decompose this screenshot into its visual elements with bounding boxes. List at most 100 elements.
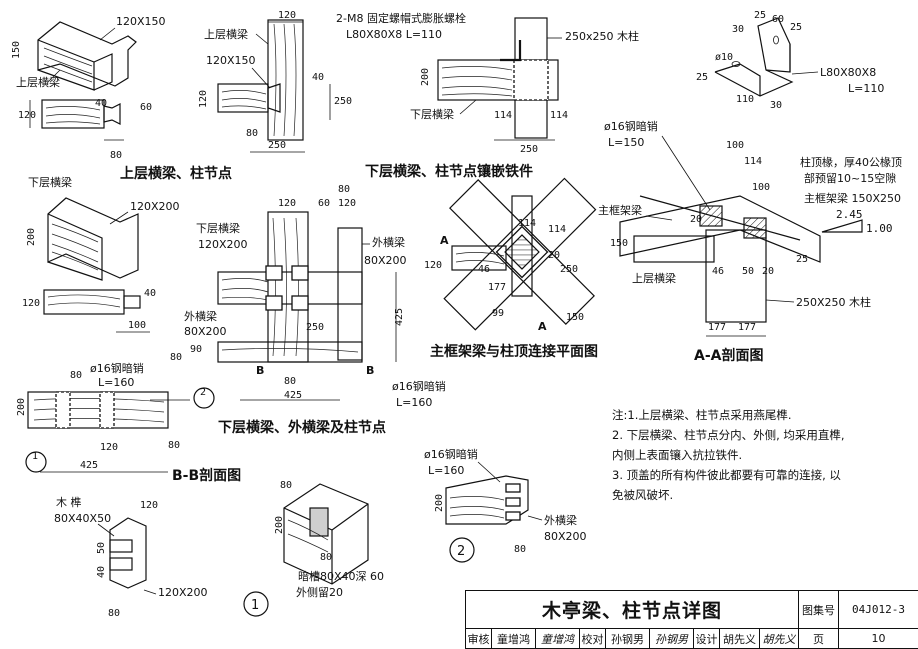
dim-label: 99 (492, 308, 504, 319)
dim-label: 80 (108, 608, 120, 619)
dim-label: 80 (514, 544, 526, 555)
check-label: 校对 (580, 629, 606, 649)
pin-label: ø16钢暗销 (604, 119, 658, 133)
title-frame-beam-plan: 主框架梁与柱顶连接平面图 (430, 343, 598, 360)
title-section-aa: A-A剖面图 (694, 347, 763, 364)
dim-label: 114 (494, 110, 512, 121)
outer-beam-size: 80X200 (544, 530, 587, 543)
dim-label: 25 (796, 254, 808, 265)
dim-label: 80 (320, 552, 332, 563)
dim-label: 60 (140, 102, 152, 113)
dim-label: 200 (26, 228, 37, 246)
detail-ref: 2 (200, 387, 206, 398)
dim-label: 114 (744, 156, 762, 167)
dim-label: 40 (312, 72, 324, 83)
lower-outer-column-detail: 下层横梁 120X200 外横梁 80X200 外横梁 80X200 120 6… (170, 184, 446, 409)
lower-beam-label: 下层横梁 (410, 107, 454, 121)
detail-1: 200 80 80 暗槽80X40深 60 外侧留20 1 (243, 480, 384, 617)
reviewer-signature: 童增鸿 (536, 629, 580, 649)
dim-label: 425 (284, 390, 302, 401)
dim-label: 200 (16, 398, 27, 416)
column-label: 250x250 木柱 (565, 29, 639, 43)
angle-length-label: L=110 (848, 82, 884, 95)
angle-spec-label: L80X80X8 L=110 (346, 28, 442, 41)
outer-beam-size: 80X200 (364, 254, 407, 267)
lower-beam-label: 下层横梁 (196, 221, 240, 235)
dim-label: 150 (566, 312, 584, 323)
dim-label: 177 (488, 282, 506, 293)
section-mark-a: A (538, 320, 547, 333)
designer-name: 胡先义 (720, 629, 760, 649)
dim-label: 120 (278, 10, 296, 21)
dim-label: 120 (140, 500, 158, 511)
title-block: 木亭梁、柱节点详图 图集号 04J012-3 审核 童增鸿 童增鸿 校对 孙钢男… (465, 590, 918, 649)
pin-label: ø16钢暗销 (424, 447, 478, 461)
dim-label: 30 (770, 100, 782, 111)
notes-block: 注:1.上层横梁、柱节点采用燕尾榫. 2. 下层横梁、柱节点分内、外侧, 均采用… (612, 405, 912, 505)
dim-label: 114 (548, 224, 566, 235)
title-upper-beam-column: 上层横梁、柱节点 (120, 165, 232, 182)
detail-ref: 1 (251, 598, 259, 613)
dim-label: 100 (726, 140, 744, 151)
dim-label: 25 (790, 22, 802, 33)
dim-label: 25 (696, 72, 708, 83)
dim-label: 120 (338, 198, 356, 209)
page-label: 页 (799, 629, 839, 649)
dim-label: 80 (168, 440, 180, 451)
detail-ref: 2 (457, 544, 465, 559)
pin-length-label: L=160 (396, 396, 432, 409)
note-line: 内侧上表面镶入抗拉铁件. (612, 448, 743, 462)
wood-tenon-detail: 木 榫 80X40X50 120 50 40 80 120X200 (54, 495, 208, 619)
dim-label: 80 (280, 480, 292, 491)
main-beam-spec-label: 主框架梁 150X250 (804, 191, 901, 205)
dim-label: 150 (11, 41, 22, 59)
dim-label: 30 (732, 24, 744, 35)
section-mark-b: B (256, 364, 264, 377)
upper-beam-label: 上层横梁 (204, 27, 248, 41)
dim-label: 114 (550, 110, 568, 121)
purlin-note-2: 部预留10~15空隙 (804, 171, 896, 185)
lower-beam-tenon-detail: 下层横梁 120X200 200 120 40 100 (22, 175, 180, 333)
upper-beam-elevation: 上层横梁 120X150 120 120 40 250 80 250 (198, 10, 352, 153)
dim-label: 80 (338, 184, 350, 195)
bolt-label: 2-M8 固定螺帽式膨胀螺栓 (336, 11, 466, 25)
dim-label: 120 (278, 198, 296, 209)
dim-label: 200 (434, 494, 445, 512)
pin-length-label: L=160 (98, 376, 134, 389)
dim-label: 120 (100, 442, 118, 453)
dim-label: 200 (274, 516, 285, 534)
size-label: 120X200 (130, 200, 180, 213)
note-line: 3. 顶盖的所有构件彼此都要有可靠的连接, 以 (612, 468, 841, 482)
review-label: 审核 (466, 629, 492, 649)
section-aa-detail: 主框架梁 ø16钢暗销 L=150 100 114 100 柱顶椽，厚40公椽顶… (598, 119, 902, 337)
dim-label: 120 (18, 110, 36, 121)
dim-label: 46 (478, 264, 490, 275)
dim-label: 40 (95, 98, 107, 109)
dim-label: 110 (736, 94, 754, 105)
detail-ref: 1 (32, 451, 38, 462)
dim-label: 200 (420, 68, 431, 86)
dim-label: 250 (560, 264, 578, 275)
dim-label: 120 (198, 90, 209, 108)
column-label: 250X250 木柱 (796, 295, 871, 309)
dim-label: 425 (394, 308, 405, 326)
dim-label: 80 (110, 150, 122, 161)
hidden-slot-label: 暗槽80X40深 60 (298, 569, 384, 583)
dim-label: 80 (70, 370, 82, 381)
notes-head: 注:1. (612, 408, 639, 422)
pin-label: ø16钢暗销 (90, 361, 144, 375)
size-label: 120X150 (116, 15, 166, 28)
dim-label: 60 (318, 198, 330, 209)
tenon-label: 木 榫 (56, 495, 82, 509)
dim-label: 80 (284, 376, 296, 387)
dim-label: 20 (690, 214, 702, 225)
dim-label: 40 (144, 288, 156, 299)
dim-label: 177 (738, 322, 756, 333)
outer-beam-size: 80X200 (184, 325, 227, 338)
note-line: 2. 下层横梁、柱节点分内、外侧, 均采用直榫, (612, 428, 845, 442)
designer-signature: 胡先义 (760, 629, 799, 649)
dim-label: 114 (518, 218, 536, 229)
dim-label: 46 (712, 266, 724, 277)
note-line: 免被风破坏. (612, 488, 674, 502)
note-line: 上层横梁、柱节点采用燕尾榫. (638, 408, 792, 422)
